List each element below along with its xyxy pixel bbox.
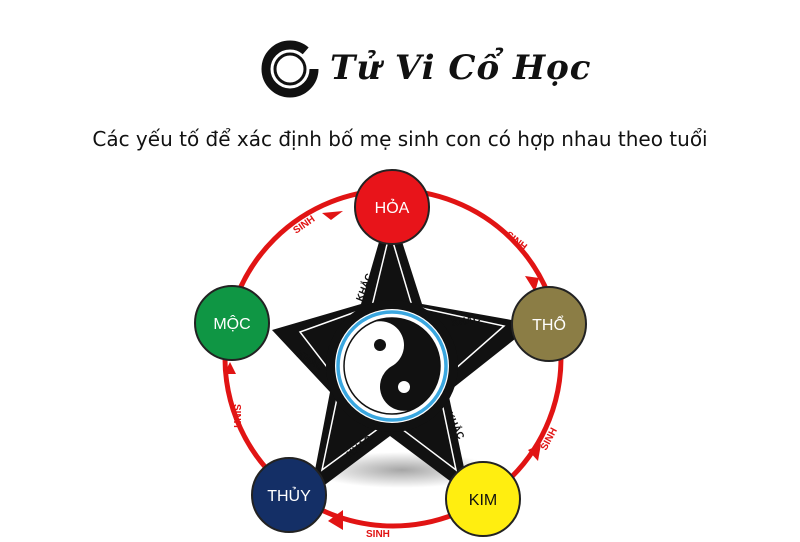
logo-text: Tử Vi Cổ Học bbox=[330, 48, 592, 88]
element-tho: THỔ bbox=[511, 286, 587, 362]
element-label: KIM bbox=[469, 492, 497, 509]
khac-label: KHẮC bbox=[451, 312, 481, 329]
sinh-label: SINH bbox=[231, 404, 242, 428]
element-kim: KIM bbox=[445, 461, 521, 537]
sinh-arrow-moc-hoa bbox=[322, 211, 343, 220]
element-label: HỎA bbox=[375, 198, 410, 217]
element-thuy: THỦY bbox=[251, 457, 327, 533]
sinh-arrow-hoa-tho bbox=[525, 276, 539, 292]
element-label: THỔ bbox=[532, 315, 566, 334]
sinh-label: SINH bbox=[503, 230, 529, 253]
sinh-arrow-kim-thuy bbox=[328, 510, 343, 530]
yin-yang-icon bbox=[343, 317, 441, 415]
element-hoa: HỎA bbox=[354, 169, 430, 245]
element-moc: MỘC bbox=[194, 285, 270, 361]
element-label: THỦY bbox=[267, 486, 311, 505]
center-blue-ring bbox=[336, 310, 448, 422]
page-title: Các yếu tố để xác định bố mẹ sinh con có… bbox=[92, 127, 708, 151]
logo: Tử Vi Cổ Học bbox=[258, 36, 590, 100]
sinh-arrow-thuy-moc bbox=[224, 362, 236, 374]
sinh-label: SINH bbox=[366, 529, 390, 540]
element-label: MỘC bbox=[213, 314, 250, 333]
ink-enso-icon bbox=[261, 40, 319, 98]
sinh-arrow-tho-kim bbox=[528, 444, 541, 461]
